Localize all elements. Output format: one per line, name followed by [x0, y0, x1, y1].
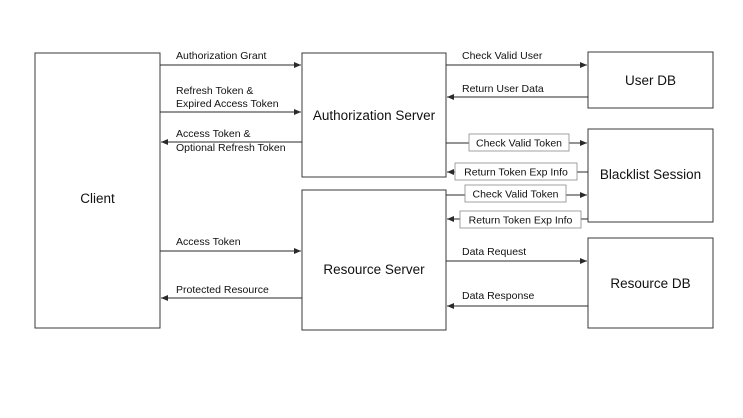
edge-label-refresh-token-line2: Expired Access Token	[176, 98, 279, 110]
edge-check-valid-user: Check Valid User	[446, 50, 587, 68]
edge-check-valid-token-auth: Check Valid Token	[446, 133, 587, 152]
client-node: Client	[34, 52, 161, 329]
edge-label-check-valid-token-auth: Check Valid Token	[476, 138, 562, 150]
edge-refresh-token: Refresh Token & Expired Access Token	[160, 85, 301, 115]
edge-label-access-token-opt-line1: Access Token &	[176, 128, 251, 140]
edge-label-refresh-token-line1: Refresh Token &	[176, 85, 253, 97]
edge-label-box-return-token-exp-res	[459, 210, 582, 229]
edge-return-user-data: Return User Data	[447, 83, 588, 100]
authorization-server-label: Authorization Server	[313, 108, 436, 123]
edge-label-box-check-valid-token-res	[464, 184, 567, 203]
user-db-node: User DB	[587, 51, 714, 109]
edge-label-data-response: Data Response	[462, 290, 535, 302]
edge-access-token-optional-refresh: Access Token & Optional Refresh Token	[161, 128, 302, 154]
edge-label-protected-resource: Protected Resource	[176, 284, 269, 296]
edge-label-return-token-exp-auth: Return Token Exp Info	[464, 167, 568, 179]
edge-label-check-valid-token-res: Check Valid Token	[473, 189, 559, 201]
blacklist-session-node: Blacklist Session	[587, 128, 714, 223]
edge-return-token-exp-auth: Return Token Exp Info	[447, 162, 588, 181]
edge-label-check-valid-user: Check Valid User	[462, 50, 543, 62]
edge-data-response: Data Response	[447, 290, 588, 309]
edge-return-token-exp-res: Return Token Exp Info	[447, 210, 588, 229]
authorization-server-node: Authorization Server	[301, 52, 447, 178]
client-label: Client	[80, 191, 115, 206]
edge-label-data-request: Data Request	[462, 246, 526, 258]
edge-access-token: Access Token	[160, 236, 301, 254]
resource-db-label: Resource DB	[610, 276, 690, 291]
resource-server-node: Resource Server	[301, 189, 447, 331]
edge-authorization-grant: Authorization Grant	[160, 50, 301, 68]
edge-label-return-token-exp-res: Return Token Exp Info	[469, 215, 573, 227]
edge-label-access-token: Access Token	[176, 236, 241, 248]
edge-label-box-check-valid-token-auth	[468, 133, 570, 152]
edge-label-return-user-data: Return User Data	[462, 83, 544, 95]
resource-db-node: Resource DB	[587, 237, 714, 329]
edge-protected-resource: Protected Resource	[161, 284, 302, 301]
edge-label-authorization-grant: Authorization Grant	[176, 50, 267, 62]
blacklist-session-label: Blacklist Session	[600, 167, 701, 182]
edge-data-request: Data Request	[446, 246, 587, 264]
resource-server-label: Resource Server	[323, 262, 425, 277]
user-db-label: User DB	[625, 73, 676, 88]
edge-label-access-token-opt-line2: Optional Refresh Token	[176, 142, 286, 154]
edge-check-valid-token-res: Check Valid Token	[446, 184, 587, 203]
edge-label-box-return-token-exp-auth	[454, 162, 578, 181]
